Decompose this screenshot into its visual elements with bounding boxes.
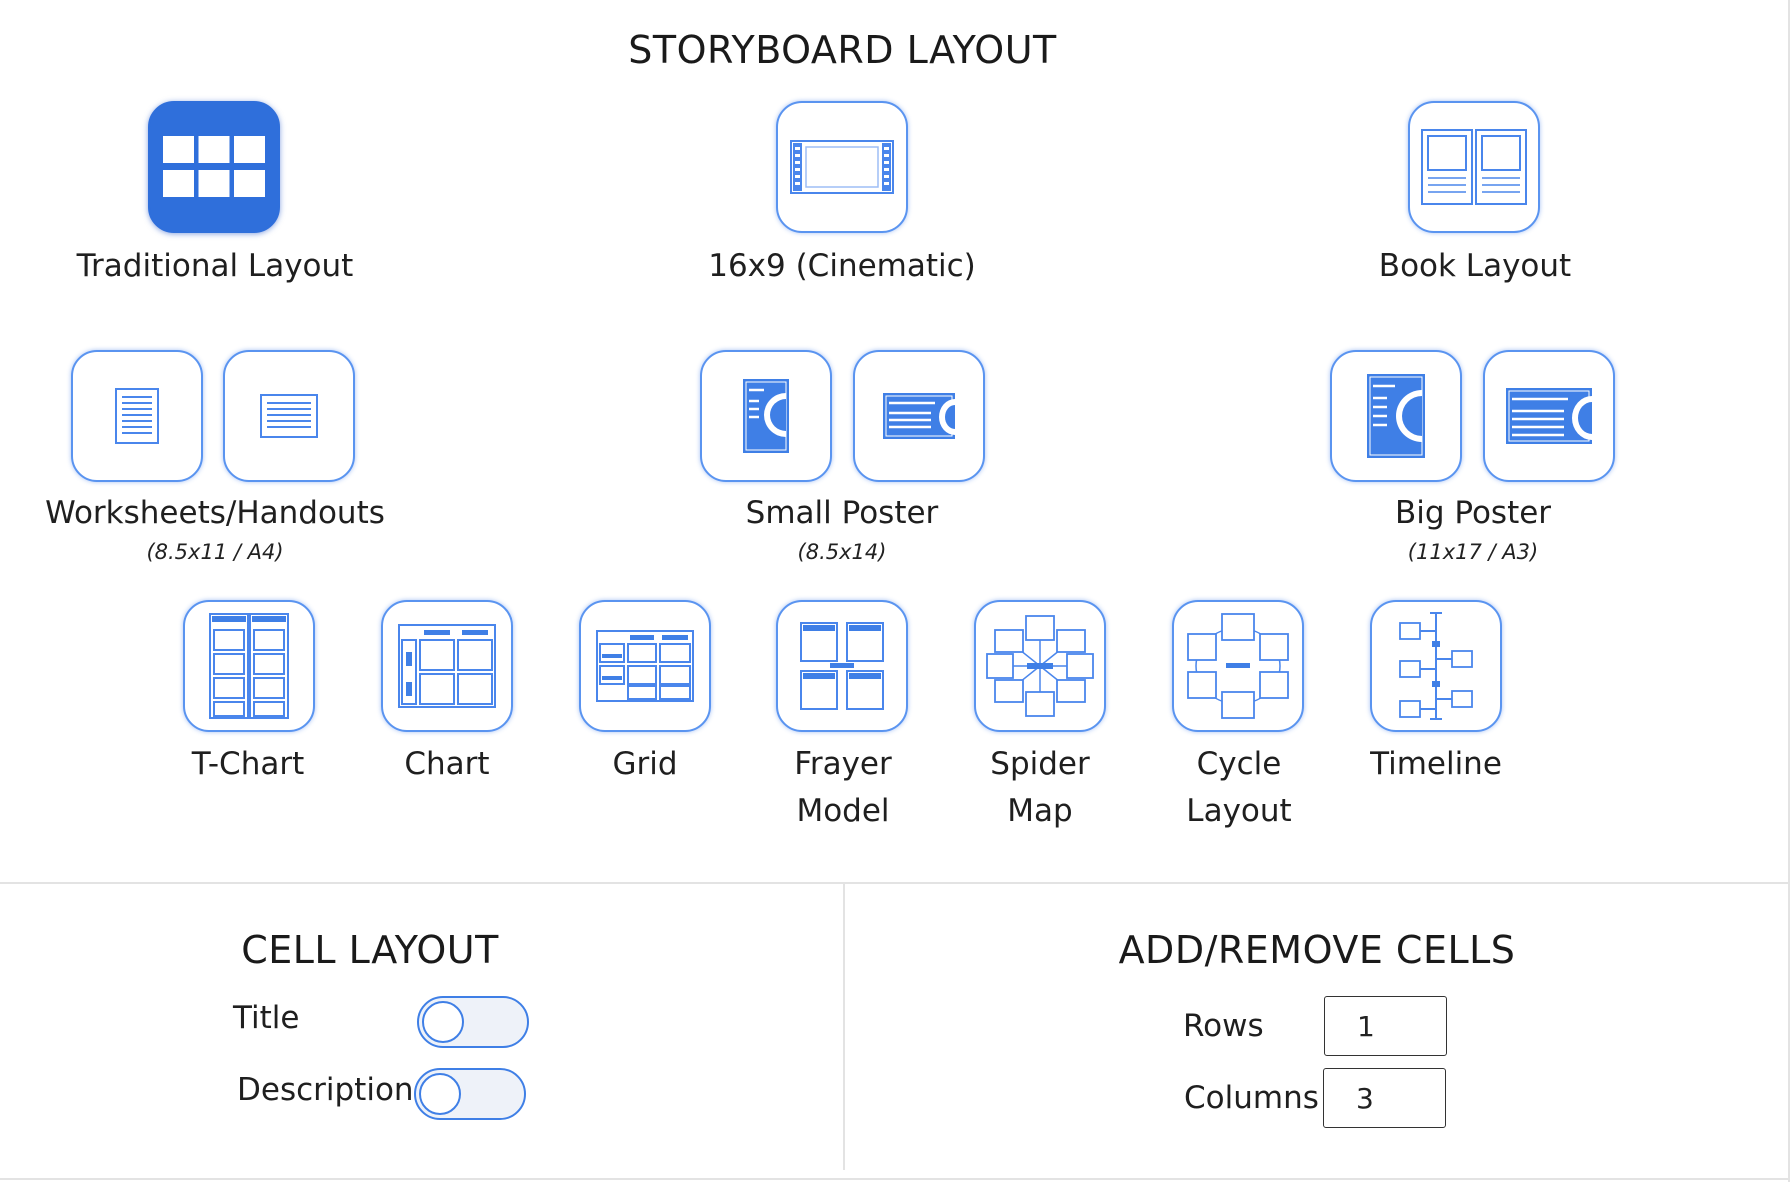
timeline-label-line1: Timeline [1370, 746, 1502, 782]
spider-map-label-line2: Map [1007, 793, 1073, 829]
rows-input[interactable] [1324, 996, 1447, 1056]
traditional-grid-icon [163, 136, 265, 197]
landscape-big-poster-icon [1506, 388, 1592, 444]
small-poster-landscape-button[interactable] [853, 350, 985, 482]
add-remove-cells-heading: ADD/REMOVE CELLS [1118, 928, 1516, 972]
spider-map-label: Spider Map [940, 741, 1140, 835]
panel-bottom-border [0, 1178, 1788, 1180]
cycle-layout-icon [1187, 613, 1289, 719]
frayer-model-label: Frayer Model [743, 741, 943, 835]
grid-icon [596, 630, 694, 702]
t-chart-label-line1: T-Chart [191, 746, 305, 782]
cycle-layout-label-line1: Cycle [1196, 746, 1282, 782]
spider-map-label-line1: Spider [990, 746, 1090, 782]
cinematic-layout-button[interactable] [776, 101, 908, 233]
panel-right-border [1788, 0, 1790, 1182]
cycle-layout-button[interactable] [1172, 600, 1304, 732]
traditional-layout-button[interactable] [148, 101, 280, 233]
portrait-poster-icon [743, 379, 789, 453]
traditional-layout-label: Traditional Layout [76, 248, 354, 284]
columns-input[interactable] [1323, 1068, 1446, 1128]
title-toggle-label: Title [233, 1000, 300, 1036]
frayer-model-label-line2: Model [796, 793, 890, 829]
cycle-layout-label: Cycle Layout [1139, 741, 1339, 835]
t-chart-icon [209, 613, 289, 719]
portrait-big-poster-icon [1367, 374, 1425, 458]
chart-button[interactable] [381, 600, 513, 732]
title-toggle[interactable] [417, 996, 529, 1048]
worksheet-landscape-button[interactable] [223, 350, 355, 482]
t-chart-label: T-Chart [148, 741, 348, 788]
cell-layout-heading: CELL LAYOUT [241, 928, 499, 972]
t-chart-button[interactable] [183, 600, 315, 732]
cinematic-film-icon [790, 140, 894, 194]
cinematic-layout-label: 16x9 (Cinematic) [708, 248, 976, 284]
grid-button[interactable] [579, 600, 711, 732]
small-poster-portrait-button[interactable] [700, 350, 832, 482]
section-divider-vertical [843, 884, 845, 1170]
title-toggle-knob [422, 1001, 464, 1043]
big-poster-portrait-button[interactable] [1330, 350, 1462, 482]
spider-map-button[interactable] [974, 600, 1106, 732]
storyboard-layout-heading: STORYBOARD LAYOUT [628, 28, 1057, 72]
landscape-page-icon [260, 394, 318, 438]
small-poster-label: Small Poster [745, 495, 939, 531]
frayer-model-button[interactable] [776, 600, 908, 732]
grid-label-line1: Grid [612, 746, 678, 782]
book-layout-button[interactable] [1408, 101, 1540, 233]
spider-map-icon [986, 615, 1094, 717]
big-poster-label: Big Poster [1394, 495, 1552, 531]
timeline-label: Timeline [1336, 741, 1536, 788]
portrait-page-icon [115, 388, 159, 444]
columns-label: Columns [1184, 1080, 1319, 1116]
description-toggle-label: Description [237, 1072, 414, 1108]
landscape-poster-icon [883, 393, 955, 439]
grid-label: Grid [545, 741, 745, 788]
book-icon [1421, 129, 1527, 205]
section-divider-horizontal [0, 882, 1788, 884]
timeline-icon [1399, 612, 1473, 720]
big-poster-landscape-button[interactable] [1483, 350, 1615, 482]
rows-label: Rows [1183, 1008, 1264, 1044]
description-toggle[interactable] [414, 1068, 526, 1120]
book-layout-label: Book Layout [1378, 248, 1572, 284]
frayer-model-icon [800, 622, 884, 710]
frayer-model-label-line1: Frayer [794, 746, 892, 782]
worksheets-size-label: (8.5x11 / A4) [146, 540, 284, 564]
chart-label: Chart [347, 741, 547, 788]
big-poster-size-label: (11x17 / A3) [1407, 540, 1539, 564]
chart-icon [398, 624, 496, 708]
worksheets-label: Worksheets/Handouts [45, 495, 385, 531]
cycle-layout-label-line2: Layout [1186, 793, 1292, 829]
timeline-button[interactable] [1370, 600, 1502, 732]
small-poster-size-label: (8.5x14) [797, 540, 887, 564]
chart-label-line1: Chart [404, 746, 490, 782]
worksheet-portrait-button[interactable] [71, 350, 203, 482]
description-toggle-knob [419, 1073, 461, 1115]
